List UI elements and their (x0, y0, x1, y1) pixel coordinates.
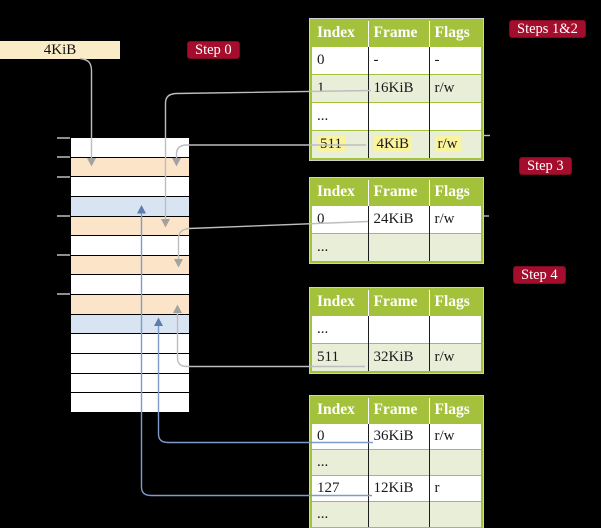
table-row: ... (311, 233, 482, 262)
memory-frame-row-2 (71, 177, 189, 197)
memory-frame-row-9 (71, 314, 189, 335)
highlighted-value: 511 (317, 136, 345, 152)
table-cell: r/w (429, 74, 482, 103)
table-cell: ... (311, 315, 369, 344)
table-cell (368, 102, 430, 131)
table-cell: 0 (311, 423, 369, 450)
address-tick (57, 253, 70, 256)
table-cell: 12KiB (368, 475, 430, 502)
table-cell: 0 (311, 205, 369, 234)
table-cell: 127 (311, 475, 369, 502)
table-cell: 36KiB (368, 423, 430, 450)
table-cell: ... (311, 449, 369, 476)
badge-steps-1-2: Steps 1&2 (509, 20, 586, 38)
table-cell (429, 501, 482, 528)
memory-frame-row-12 (71, 373, 189, 394)
table-header-cell: Flags (429, 397, 482, 424)
table-cell (429, 315, 482, 344)
table-header-cell: Frame (368, 289, 430, 316)
table-header-cell: Flags (429, 20, 482, 47)
highlighted-value: 4KiB (373, 136, 413, 152)
table-cell: 511 (311, 130, 369, 159)
highlighted-value: r/w (434, 136, 461, 152)
table-cell (368, 501, 430, 528)
table-row: ... (311, 102, 482, 131)
table-cell: r (429, 475, 482, 502)
table-row: ... (311, 501, 482, 528)
table-cell (429, 233, 482, 262)
table-row: ... (311, 449, 482, 476)
memory-frame-row-7 (71, 275, 189, 296)
table-cell: 4KiB (368, 130, 430, 159)
table-cell: ... (311, 233, 369, 262)
table-cell: r/w (429, 343, 482, 372)
table-cell: 24KiB (368, 205, 430, 234)
table-cell: - (368, 46, 430, 75)
memory-frame-row-3 (71, 196, 189, 217)
address-tick (57, 214, 70, 217)
table-header-cell: Index (311, 179, 369, 206)
memory-frame-row-4 (71, 216, 189, 237)
table-cell: 32KiB (368, 343, 430, 372)
table-cell: 511 (311, 343, 369, 372)
table-header-cell: Index (311, 20, 369, 47)
memory-frame-row-10 (71, 334, 189, 355)
table-header-cell: Frame (368, 179, 430, 206)
table-cell: 1 (311, 74, 369, 103)
badge-step-0: Step 0 (187, 41, 240, 59)
memory-frame-row-13 (71, 393, 189, 412)
table-cell (429, 449, 482, 476)
memory-frame-row-5 (71, 236, 189, 256)
table-header-cell: Index (311, 289, 369, 316)
table-cell (368, 449, 430, 476)
table-cell: - (429, 46, 482, 75)
memory-frame-row-11 (71, 354, 189, 374)
page-table-base-register-box: 4KiB (0, 41, 120, 59)
table-header-cell: Frame (368, 397, 430, 424)
address-tick (57, 175, 70, 178)
table-cell: r/w (429, 130, 482, 159)
table-cell (429, 102, 482, 131)
table-header-cell: Flags (429, 179, 482, 206)
memory-frame-row-8 (71, 295, 189, 315)
table-row: 511 4KiB r/w (311, 130, 482, 159)
memory-frame-row-6 (71, 255, 189, 276)
table-cell: r/w (429, 423, 482, 450)
table-cell (368, 233, 430, 262)
table-cell (368, 315, 430, 344)
table-row: ... (311, 315, 482, 344)
table-cell: ... (311, 501, 369, 528)
memory-frame-row-0 (71, 138, 189, 158)
address-tick (57, 156, 70, 159)
address-tick (57, 293, 70, 296)
address-tick (57, 136, 70, 139)
table-cell: ... (311, 102, 369, 131)
table-header-cell: Index (311, 397, 369, 424)
physical-memory-column (70, 137, 190, 413)
badge-step-3: Step 3 (519, 157, 572, 175)
table-header-cell: Flags (429, 289, 482, 316)
memory-frame-row-1 (71, 157, 189, 178)
table-cell: 0 (311, 46, 369, 75)
table-row: 0-- (311, 46, 482, 75)
table-header-cell: Frame (368, 20, 430, 47)
badge-step-4: Step 4 (513, 266, 566, 284)
table-cell: 16KiB (368, 74, 430, 103)
table-cell: r/w (429, 205, 482, 234)
